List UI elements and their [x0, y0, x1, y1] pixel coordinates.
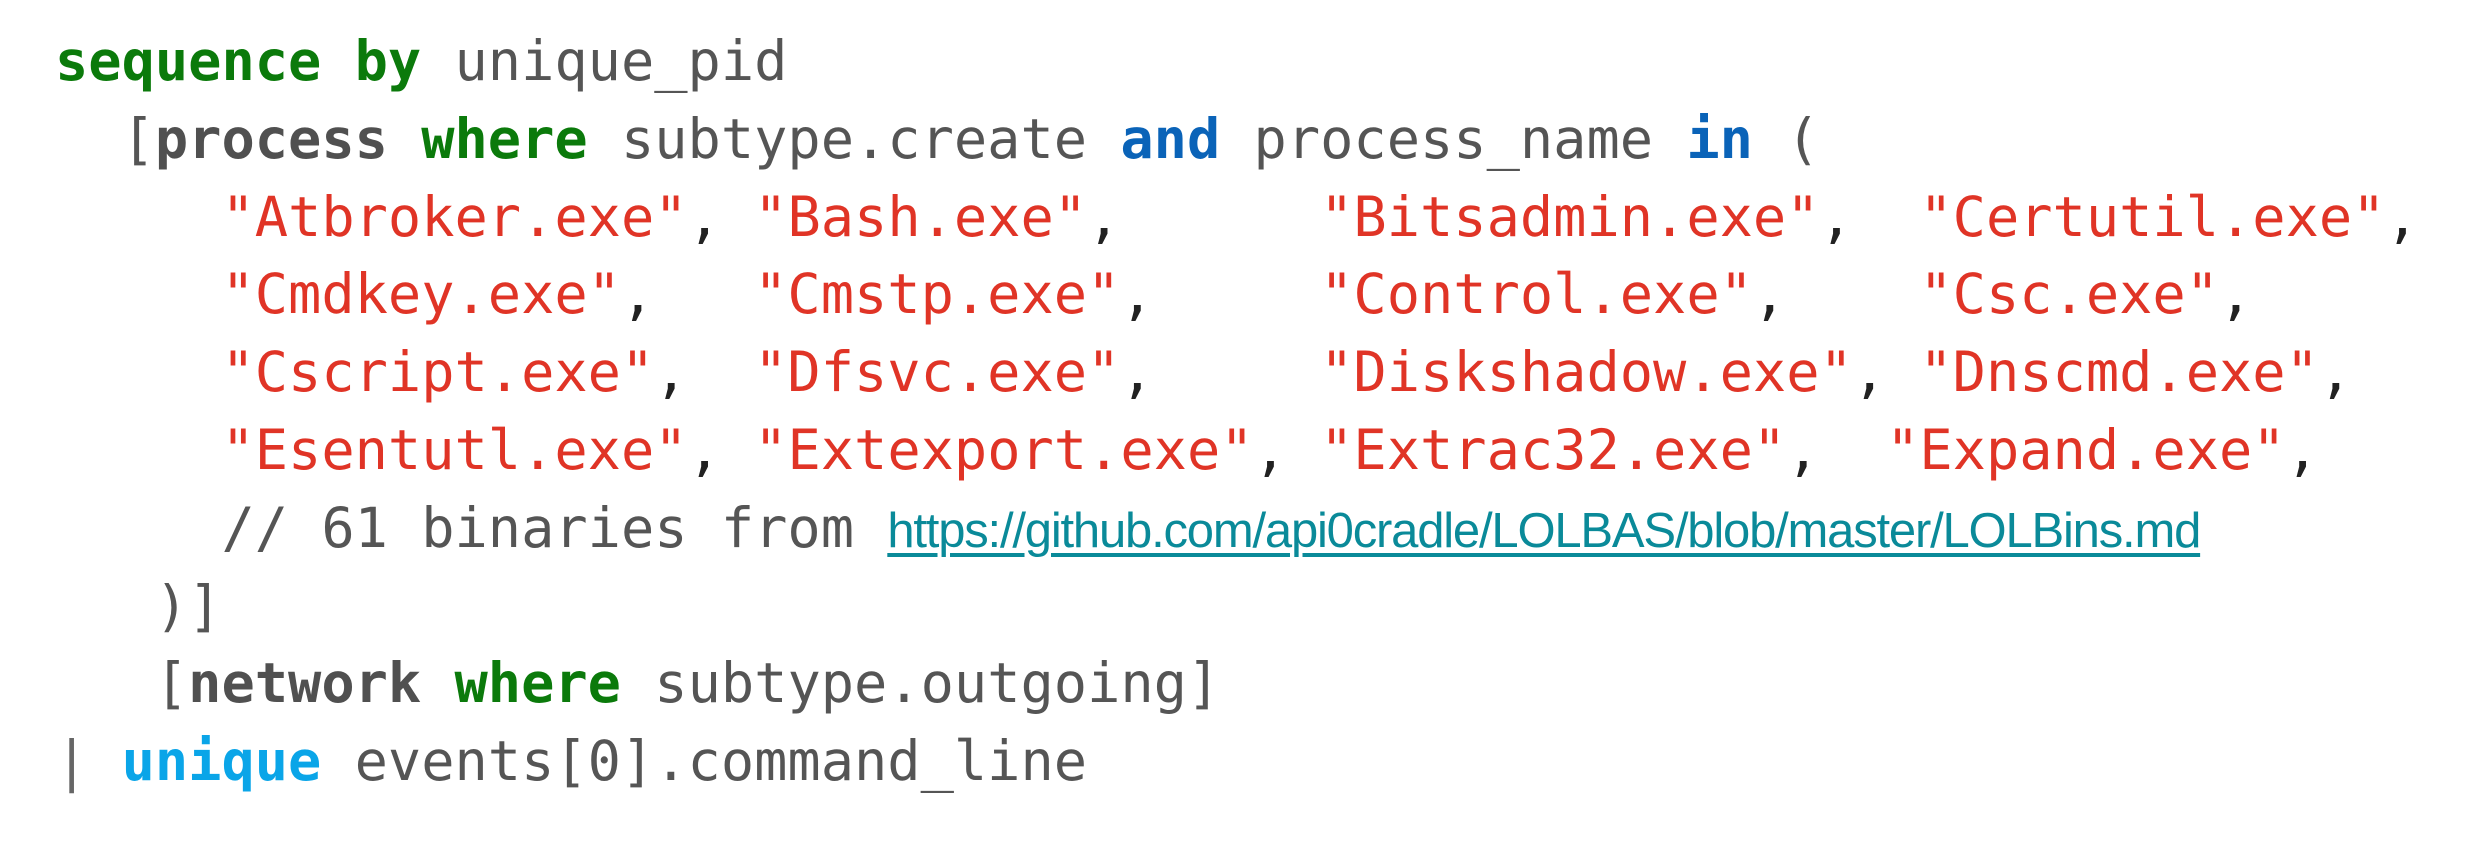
punctuation: , — [2285, 418, 2319, 483]
code-text — [55, 186, 221, 250]
punctuation: , — [2318, 341, 2353, 406]
code-line: [network where subtype.outgoing] — [55, 646, 2419, 724]
code-line: // 61 binaries from https://github.com/a… — [55, 491, 2419, 569]
punctuation: , — [1786, 418, 1887, 483]
code-text: events[0].command_line — [321, 730, 1088, 795]
string-literal: "Csc.exe" — [1919, 263, 2219, 328]
code-text — [55, 497, 221, 561]
string-literal: "Diskshadow.exe" — [1320, 341, 1853, 406]
punctuation: , — [654, 341, 755, 406]
string-literal: "Expand.exe" — [1886, 418, 2286, 483]
code-text — [55, 419, 221, 483]
lolbas-link[interactable]: https://github.com/api0cradle/LOLBAS/blo… — [887, 503, 2201, 558]
keyword: where — [454, 652, 621, 717]
punctuation: , — [1120, 341, 1321, 406]
pipe-symbol: | — [55, 730, 122, 795]
operator: and — [1120, 107, 1221, 172]
punctuation: , — [1087, 185, 1321, 250]
code-text — [388, 108, 421, 172]
punctuation: , — [1752, 263, 1920, 328]
string-literal: "Cscript.exe" — [221, 341, 655, 406]
string-literal: "Extrac32.exe" — [1320, 418, 1787, 483]
event-type: process — [154, 107, 388, 172]
keyword: sequence by — [55, 30, 422, 94]
punctuation: , — [620, 263, 755, 328]
string-literal: "Certutil.exe" — [1919, 185, 2386, 250]
punctuation: , — [2385, 185, 2419, 250]
punctuation: , — [687, 185, 755, 250]
code-text: subtype.outgoing] — [620, 652, 1221, 717]
code-text — [55, 341, 221, 405]
event-type: network — [188, 652, 422, 717]
code-text: [ — [55, 107, 155, 172]
code-text: )] — [55, 574, 222, 639]
code-text: subtype.create — [587, 107, 1121, 172]
punctuation: , — [1120, 263, 1321, 328]
punctuation: , — [2219, 263, 2253, 328]
code-line: "Cscript.exe", "Dfsvc.exe", "Diskshadow.… — [55, 335, 2419, 413]
punctuation: , — [1253, 418, 1321, 483]
eql-query-code-block: sequence by unique_pid [process where su… — [55, 24, 2419, 802]
punctuation: , — [1819, 185, 1920, 250]
pipe-command: unique — [121, 730, 322, 795]
code-line: "Atbroker.exe", "Bash.exe", "Bitsadmin.e… — [55, 180, 2419, 258]
punctuation: , — [1852, 341, 1920, 406]
string-literal: "Cmdkey.exe" — [221, 263, 621, 328]
code-text: process_name — [1220, 107, 1687, 172]
code-line: )] — [55, 569, 2419, 647]
string-literal: "Extexport.exe" — [754, 418, 1254, 483]
code-text — [55, 263, 221, 327]
code-text: unique_pid — [421, 30, 788, 94]
code-comment: // 61 binaries from — [221, 496, 888, 561]
code-line: "Cmdkey.exe", "Cmstp.exe", "Control.exe"… — [55, 257, 2419, 335]
string-literal: "Dnscmd.exe" — [1919, 341, 2319, 406]
string-literal: "Control.exe" — [1320, 263, 1753, 328]
string-literal: "Esentutl.exe" — [221, 418, 688, 483]
code-text: [ — [55, 652, 189, 717]
code-line: [process where subtype.create and proces… — [55, 102, 2419, 180]
keyword: where — [421, 107, 588, 172]
code-line: | unique events[0].command_line — [55, 724, 2419, 802]
operator: in — [1686, 107, 1753, 172]
string-literal: "Dfsvc.exe" — [754, 341, 1121, 406]
string-literal: "Bitsadmin.exe" — [1320, 185, 1820, 250]
code-text — [421, 652, 454, 716]
string-literal: "Atbroker.exe" — [221, 185, 688, 250]
punctuation: , — [687, 418, 755, 483]
string-literal: "Cmstp.exe" — [754, 263, 1121, 328]
code-text: ( — [1752, 107, 1820, 172]
string-literal: "Bash.exe" — [754, 185, 1088, 250]
code-line: sequence by unique_pid — [55, 24, 2419, 102]
code-line: "Esentutl.exe", "Extexport.exe", "Extrac… — [55, 413, 2419, 491]
